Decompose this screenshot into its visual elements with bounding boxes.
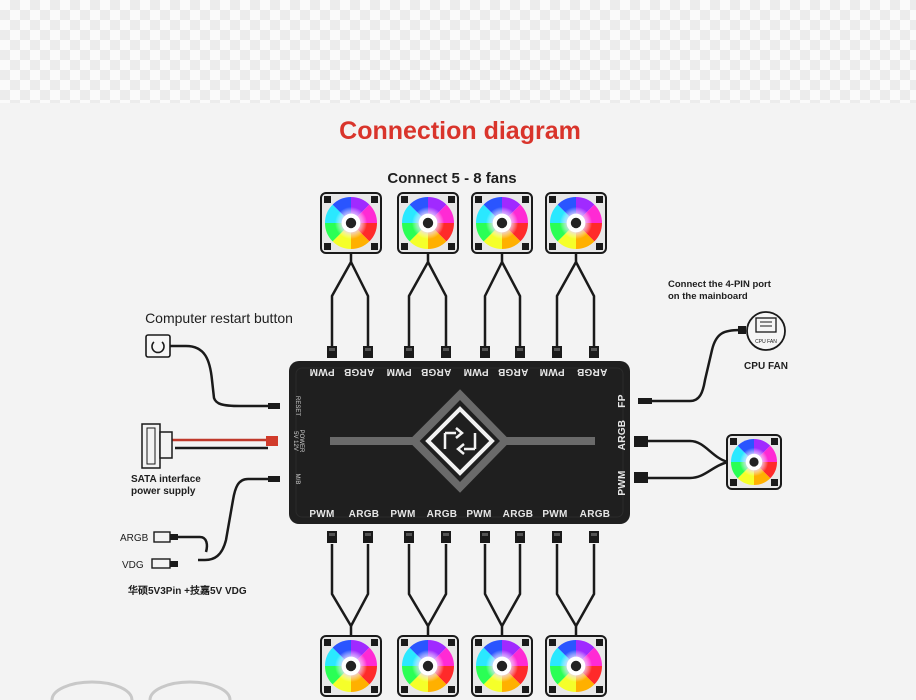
- bottom-port-5: PWM: [466, 509, 491, 520]
- restart-label: Computer restart button: [145, 310, 293, 326]
- top-plug-1: [327, 346, 337, 358]
- top-connectors: [327, 346, 599, 358]
- top-plug-4: [441, 346, 451, 358]
- bottom-plug-6: [515, 531, 525, 543]
- top-port-1: PWM: [309, 366, 334, 377]
- top-port-2: ARGB: [344, 366, 375, 377]
- hub-logo-icon: [425, 406, 495, 476]
- top-port-3: PWM: [386, 366, 411, 377]
- argb-fan-wire: [640, 439, 729, 464]
- fan-bottom-1: [320, 635, 382, 697]
- top-port-6: ARGB: [498, 366, 529, 377]
- mainboard-label-2: on the mainboard: [668, 291, 748, 302]
- top-plug-3: [404, 346, 414, 358]
- bottom-port-8: ARGB: [580, 509, 611, 520]
- hub-top-ports: PWM ARGB PWM ARGB PWM ARGB PWM ARGB: [309, 366, 607, 377]
- top-port-4: ARGB: [421, 366, 452, 377]
- right-port-fp: FP: [617, 394, 628, 407]
- fans-group: [320, 192, 782, 697]
- restart-button-icon: [145, 334, 171, 358]
- bottom-plug-5: [480, 531, 490, 543]
- fan-bottom-2: [397, 635, 459, 697]
- bottom-plug-2: [363, 531, 373, 543]
- cpu-fan-header-icon: CPU FAN: [746, 311, 786, 351]
- fan-top-4: [545, 192, 607, 254]
- hub-controller: [289, 361, 630, 524]
- sata-label-2: power supply: [131, 486, 196, 497]
- bottom-wires: [330, 544, 596, 640]
- bottom-plug-7: [552, 531, 562, 543]
- bottom-connectors: [327, 531, 599, 543]
- right-port-pwm: PWM: [617, 470, 628, 495]
- sata-plug: [266, 436, 278, 446]
- bottom-port-7: PWM: [542, 509, 567, 520]
- top-plug-6: [515, 346, 525, 358]
- bottom-plug-8: [589, 531, 599, 543]
- top-wires: [330, 252, 596, 348]
- top-port-8: ARGB: [577, 366, 608, 377]
- argb-wire: [178, 535, 209, 553]
- sata-connector-icon: [141, 423, 173, 469]
- argb-connector-icon: [153, 531, 178, 543]
- top-port-5: PWM: [463, 366, 488, 377]
- cpu-fan-label: CPU FAN: [744, 361, 788, 372]
- reset-plug: [268, 403, 280, 409]
- bottom-port-6: ARGB: [503, 509, 534, 520]
- right-port-argb: ARGB: [617, 420, 628, 451]
- left-port-reset: RESET: [294, 396, 300, 416]
- argb-plug: [634, 436, 648, 447]
- argb-label: ARGB: [120, 533, 149, 544]
- pwm-fan-wire: [640, 460, 729, 480]
- hub-right-ports: FP ARGB PWM: [617, 394, 628, 495]
- top-plug-5: [480, 346, 490, 358]
- fan-bottom-4: [545, 635, 607, 697]
- fp-plug: [638, 398, 652, 404]
- pwm-plug: [634, 472, 648, 483]
- top-plug-7: [552, 346, 562, 358]
- bottom-port-3: PWM: [390, 509, 415, 520]
- mainboard-label-1: Connect the 4-PIN port: [668, 279, 772, 290]
- hub-left-ports: RESET POWER 5V 12V M/B: [292, 396, 304, 484]
- left-port-volt: 5V 12V: [292, 431, 298, 451]
- cpu-fan-wire: [640, 328, 741, 403]
- vdg-connector-icon: [151, 558, 178, 569]
- hub-bottom-ports: PWM ARGB PWM ARGB PWM ARGB PWM ARGB: [309, 509, 610, 520]
- cpu-fan-plug: [738, 326, 746, 334]
- fan-top-1: [320, 192, 382, 254]
- fans-subtitle: Connect 5 - 8 fans: [387, 170, 516, 187]
- sata-label-1: SATA interface: [131, 474, 201, 485]
- adapter-label: 华硕5V3Pin +技嘉5V VDG: [128, 584, 247, 597]
- left-port-mb: M/B: [294, 474, 300, 485]
- vdg-label: VDG: [122, 560, 144, 571]
- top-plug-2: [363, 346, 373, 358]
- fan-right: [726, 434, 782, 490]
- mb-plug: [268, 476, 280, 482]
- top-plug-8: [589, 346, 599, 358]
- bottom-port-4: ARGB: [427, 509, 458, 520]
- bottom-plug-4: [441, 531, 451, 543]
- page-indicators: [50, 680, 232, 700]
- top-port-7: PWM: [539, 366, 564, 377]
- restart-wire: [170, 344, 278, 408]
- bottom-port-2: ARGB: [349, 509, 380, 520]
- fan-bottom-3: [471, 635, 533, 697]
- bottom-port-1: PWM: [309, 509, 334, 520]
- mb-wire: [198, 477, 278, 562]
- transparency-band: [0, 0, 916, 103]
- fan-top-3: [471, 192, 533, 254]
- bottom-plug-3: [404, 531, 414, 543]
- cpu-fan-icon-text: CPU FAN: [755, 339, 777, 345]
- bottom-plug-1: [327, 531, 337, 543]
- left-port-power: POWER: [298, 430, 304, 453]
- fan-top-2: [397, 192, 459, 254]
- diagram-title: Connection diagram: [339, 117, 581, 145]
